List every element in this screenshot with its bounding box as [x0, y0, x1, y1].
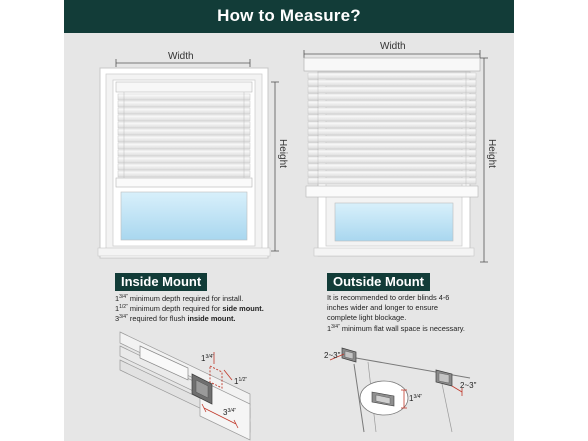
line-3-bold: inside mount. [187, 314, 236, 323]
inside-height-label: Height [276, 139, 288, 168]
inside-mount-window [97, 59, 279, 259]
outside-mount-window [303, 50, 488, 263]
inside-mount-slats [117, 93, 251, 178]
outside-mount-line-3: complete light blockage. [327, 313, 407, 322]
outside-callout-gap-right: 2~3" [460, 381, 477, 390]
outside-callout-depth: 13/4" [409, 394, 423, 403]
outside-mount-line-2: inches wider and longer to ensure [327, 303, 438, 312]
outside-mount-bracket-detail [329, 347, 471, 433]
outside-mount-slats [307, 72, 477, 185]
line-1-fraction: 3/4" [119, 294, 128, 300]
inside-width-label: Width [168, 51, 194, 62]
line-2-number: 1 [115, 304, 120, 313]
line-2-fraction: 1/2" [119, 304, 128, 310]
header-bar: How to Measure? [64, 0, 514, 33]
outside-mount-line-4: 13/4" minimum flat wall space is necessa… [327, 324, 465, 333]
outside-callout-gap-left: 2~3" [324, 351, 341, 360]
outside-mount-title: Outside Mount [327, 273, 430, 291]
inside-mount-title: Inside Mount [115, 273, 208, 291]
outside-height-label: Height [485, 139, 497, 168]
line-2-text: minimum depth required for [127, 304, 223, 313]
line-3-fraction: 3/4" [119, 314, 128, 320]
inside-mount-line-3: 33/4" required for flush inside mount. [115, 313, 235, 324]
line-3-text: required for flush [127, 314, 188, 323]
line-1-number: 1 [115, 294, 120, 303]
inside-callout-a: 13/4" [201, 354, 215, 363]
outside-mount-line-1: It is recommended to order blinds 4-6 [327, 293, 450, 302]
inside-mount-line-2: 11/2" minimum depth required for side mo… [115, 303, 264, 314]
line-3-number: 3 [115, 314, 120, 323]
inside-mount-bracket-detail [119, 331, 251, 441]
inside-callout-c: 33/4" [223, 408, 237, 417]
line-2-bold: side mount. [222, 304, 264, 313]
page-title: How to Measure? [217, 6, 361, 25]
line-1-text: minimum depth required for install. [127, 294, 244, 303]
outside-width-label: Width [380, 41, 406, 52]
inside-mount-line-1: 13/4" minimum depth required for install… [115, 293, 243, 304]
inside-callout-b: 11/2" [234, 377, 248, 386]
